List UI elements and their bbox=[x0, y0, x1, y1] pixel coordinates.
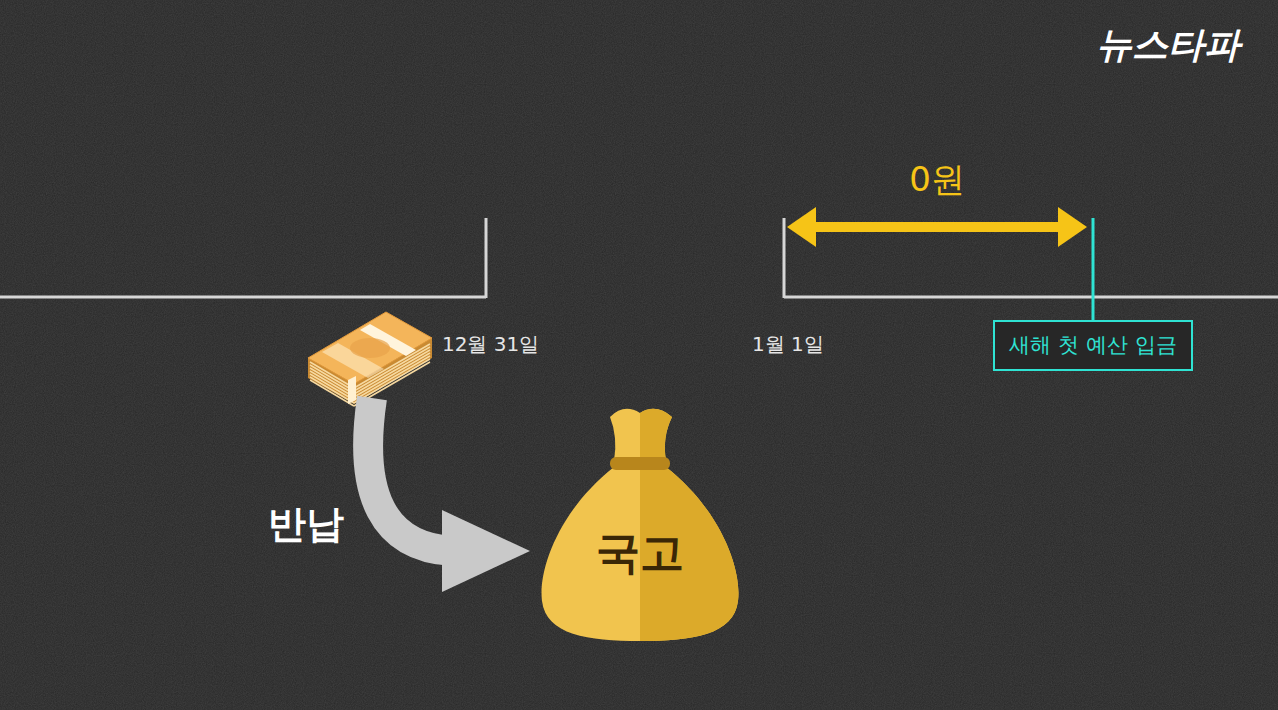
date-label: 1월 1일 bbox=[752, 333, 824, 356]
span-arrow bbox=[787, 207, 1087, 247]
deposit-tick bbox=[1092, 218, 1095, 321]
bag-shape bbox=[538, 403, 742, 643]
action-label: 반납 bbox=[268, 503, 344, 547]
timeline bbox=[0, 218, 1278, 298]
return-arrow bbox=[368, 398, 530, 592]
amount-label: 0원 bbox=[909, 160, 965, 199]
money-bag: 국고 bbox=[538, 403, 742, 643]
watermark: 뉴스타파 bbox=[1096, 24, 1240, 65]
event-box: 새해 첫 예산 입금 bbox=[993, 320, 1192, 371]
cash-stack bbox=[308, 312, 432, 406]
bag-label: 국고 bbox=[596, 524, 684, 583]
date-label: 12월 31일 bbox=[442, 333, 539, 356]
event-label: 새해 첫 예산 입금 bbox=[1009, 331, 1176, 360]
